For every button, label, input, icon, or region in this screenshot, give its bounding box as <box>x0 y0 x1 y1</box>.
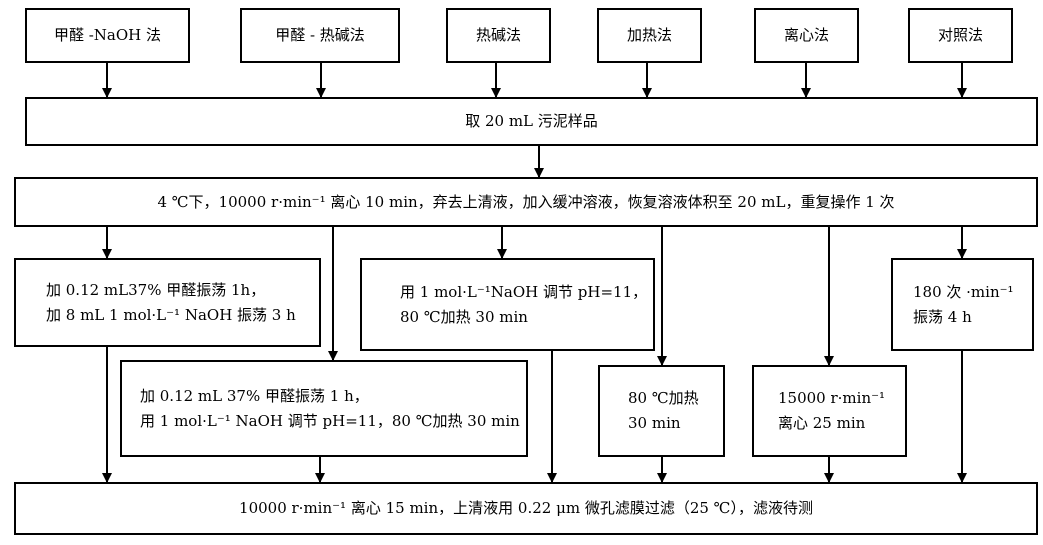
treatment-centrifuge: 15000 r·min⁻¹ 离心 25 min <box>752 365 907 457</box>
method-box-hot-alkali: 热碱法 <box>446 8 551 63</box>
method-box-formaldehyde-naoh: 甲醛 -NaOH 法 <box>25 8 190 63</box>
treatment-line: 用 1 mol·L⁻¹NaOH 调节 pH=11， <box>400 282 648 301</box>
method-label: 甲醛 -NaOH 法 <box>53 26 162 44</box>
step-take-sample-text: 取 20 mL 污泥样品 <box>465 112 598 130</box>
method-label: 离心法 <box>783 26 829 44</box>
treatment-control: 180 次 ·min⁻¹ 振荡 4 h <box>891 258 1034 351</box>
treatment-line: 用 1 mol·L⁻¹ NaOH 调节 pH=11，80 ℃加热 30 min <box>140 411 520 430</box>
treatment-line: 离心 25 min <box>778 414 866 432</box>
treatment-hot-alkali: 用 1 mol·L⁻¹NaOH 调节 pH=11， 80 ℃加热 30 min <box>360 258 655 351</box>
method-box-control: 对照法 <box>908 8 1013 63</box>
method-box-heating: 加热法 <box>597 8 702 63</box>
treatment-line: 80 ℃加热 30 min <box>400 307 528 326</box>
step-final-filter: 10000 r·min⁻¹ 离心 15 min，上清液用 0.22 μm 微孔滤… <box>14 482 1038 535</box>
treatment-line: 180 次 ·min⁻¹ <box>913 282 1014 301</box>
step-centrifuge-wash: 4 ℃下，10000 r·min⁻¹ 离心 10 min，弃去上清液，加入缓冲溶… <box>14 177 1038 227</box>
method-label: 热碱法 <box>475 26 521 44</box>
method-label: 对照法 <box>937 26 983 44</box>
treatment-line: 15000 r·min⁻¹ <box>778 389 886 407</box>
treatment-line: 加 0.12 mL37% 甲醛振荡 1h， <box>46 280 266 299</box>
treatment-formaldehyde-naoh: 加 0.12 mL37% 甲醛振荡 1h， 加 8 mL 1 mol·L⁻¹ N… <box>14 258 321 347</box>
treatment-line: 80 ℃加热 <box>628 389 699 407</box>
treatment-line: 加 0.12 mL 37% 甲醛振荡 1 h， <box>140 386 369 405</box>
method-label: 甲醛 - 热碱法 <box>275 26 365 44</box>
method-box-formaldehyde-hot-alkali: 甲醛 - 热碱法 <box>240 8 400 63</box>
step-take-sample: 取 20 mL 污泥样品 <box>25 97 1038 146</box>
step-final-filter-text: 10000 r·min⁻¹ 离心 15 min，上清液用 0.22 μm 微孔滤… <box>239 499 813 517</box>
treatment-formaldehyde-hot-alkali: 加 0.12 mL 37% 甲醛振荡 1 h， 用 1 mol·L⁻¹ NaOH… <box>120 360 528 457</box>
method-box-centrifuge: 离心法 <box>754 8 859 63</box>
treatment-line: 30 min <box>628 414 681 432</box>
step-centrifuge-wash-text: 4 ℃下，10000 r·min⁻¹ 离心 10 min，弃去上清液，加入缓冲溶… <box>157 192 895 211</box>
treatment-line: 加 8 mL 1 mol·L⁻¹ NaOH 振荡 3 h <box>46 305 296 324</box>
method-label: 加热法 <box>626 26 672 44</box>
treatment-heating: 80 ℃加热 30 min <box>598 365 725 457</box>
treatment-line: 振荡 4 h <box>913 307 972 326</box>
